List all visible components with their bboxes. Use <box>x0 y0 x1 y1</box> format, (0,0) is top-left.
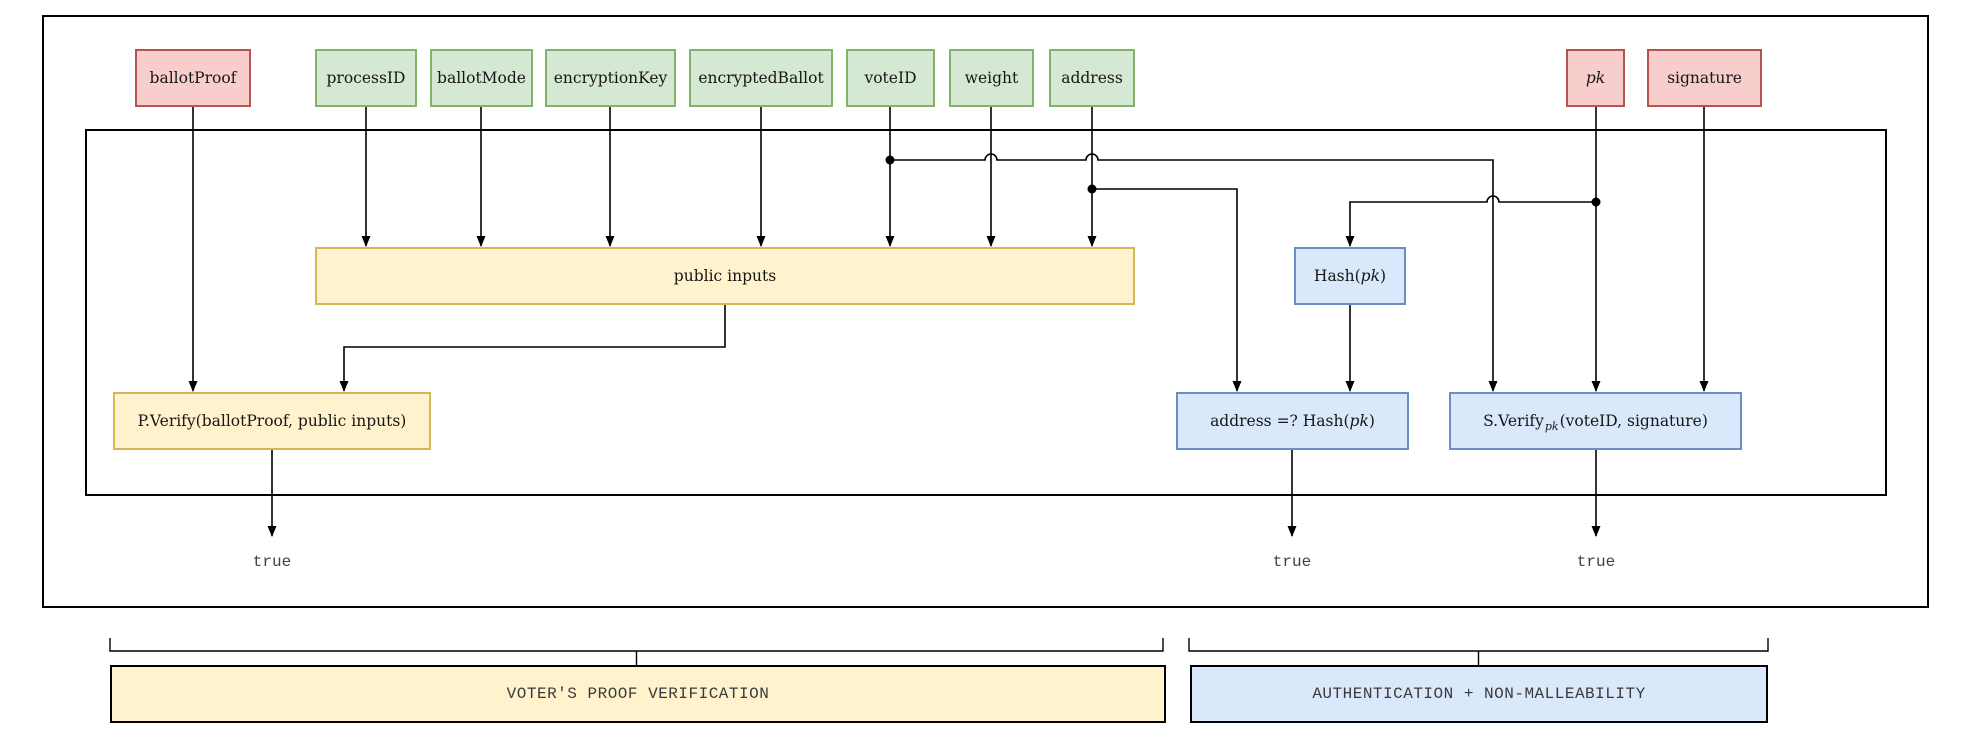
bracket-left <box>109 638 1164 652</box>
junction-dot-voteid <box>885 155 895 165</box>
input-box-ballotproof: ballotProof <box>135 49 251 107</box>
bracket-right <box>1188 638 1769 652</box>
p-verify-label: P.Verify(ballotProof, public inputs) <box>137 412 407 430</box>
hash-pk-label: Hash(pk) <box>1314 267 1386 285</box>
outer-frame <box>42 15 1929 608</box>
input-box-signature: signature <box>1647 49 1762 107</box>
input-box-address: address <box>1049 49 1135 107</box>
inner-frame <box>85 129 1887 496</box>
input-label: pk <box>1585 69 1606 87</box>
s-verify-sub: pk <box>1544 420 1559 433</box>
p-verify-box: P.Verify(ballotProof, public inputs) <box>113 392 431 450</box>
result-true-middle: true <box>1272 553 1312 571</box>
s-verify-pre: S.Verify <box>1483 412 1544 430</box>
s-verify-label: S.Verifypk(voteID, signature) <box>1483 412 1708 433</box>
input-label: weight <box>964 69 1019 87</box>
connector-publicinputs-to-pverify <box>339 305 726 392</box>
input-label: ballotProof <box>149 69 237 87</box>
hash-pk-pre: Hash( <box>1313 267 1361 285</box>
address-check-arg: pk <box>1349 412 1369 430</box>
public-inputs-box: public inputs <box>315 247 1135 305</box>
input-label: ballotMode <box>437 69 526 87</box>
public-inputs-label: public inputs <box>673 267 777 285</box>
input-box-ballotmode: ballotMode <box>430 49 533 107</box>
input-label: voteID <box>864 69 917 87</box>
result-true-left: true <box>252 553 292 571</box>
input-box-encryptionkey: encryptionKey <box>545 49 676 107</box>
legend-label: AUTHENTICATION + NON-MALLEABILITY <box>1312 685 1646 703</box>
result-true-right: true <box>1576 553 1616 571</box>
address-check-label: address =? Hash(pk) <box>1210 412 1375 430</box>
s-verify-post: (voteID, signature) <box>1559 412 1708 430</box>
input-box-pk: pk <box>1566 49 1625 107</box>
junction-dot-address <box>1087 184 1097 194</box>
hash-pk-box: Hash(pk) <box>1294 247 1406 305</box>
input-label: address <box>1061 69 1123 87</box>
connector-address-to-check <box>1092 188 1242 392</box>
connector-pk-to-hash <box>1345 195 1596 247</box>
connector-voteid-to-sverify <box>890 153 1498 392</box>
input-label: signature <box>1667 69 1742 87</box>
hash-pk-post: ) <box>1380 267 1387 285</box>
input-box-encryptedballot: encryptedBallot <box>689 49 833 107</box>
s-verify-box: S.Verifypk(voteID, signature) <box>1449 392 1742 450</box>
address-check-post: ) <box>1368 412 1375 430</box>
junction-dot-pk <box>1591 197 1601 207</box>
legend-voter-proof-verification: VOTER'S PROOF VERIFICATION <box>110 665 1166 723</box>
input-box-weight: weight <box>949 49 1034 107</box>
legend-authentication-non-malleability: AUTHENTICATION + NON-MALLEABILITY <box>1190 665 1768 723</box>
input-label: processID <box>326 69 406 87</box>
address-check-box: address =? Hash(pk) <box>1176 392 1409 450</box>
input-label: encryptionKey <box>553 69 668 87</box>
hash-pk-arg: pk <box>1360 267 1380 285</box>
input-box-voteid: voteID <box>846 49 935 107</box>
input-label: encryptedBallot <box>698 69 824 87</box>
address-check-pre: address =? Hash( <box>1210 412 1350 430</box>
input-box-processid: processID <box>315 49 417 107</box>
legend-label: VOTER'S PROOF VERIFICATION <box>506 685 770 703</box>
